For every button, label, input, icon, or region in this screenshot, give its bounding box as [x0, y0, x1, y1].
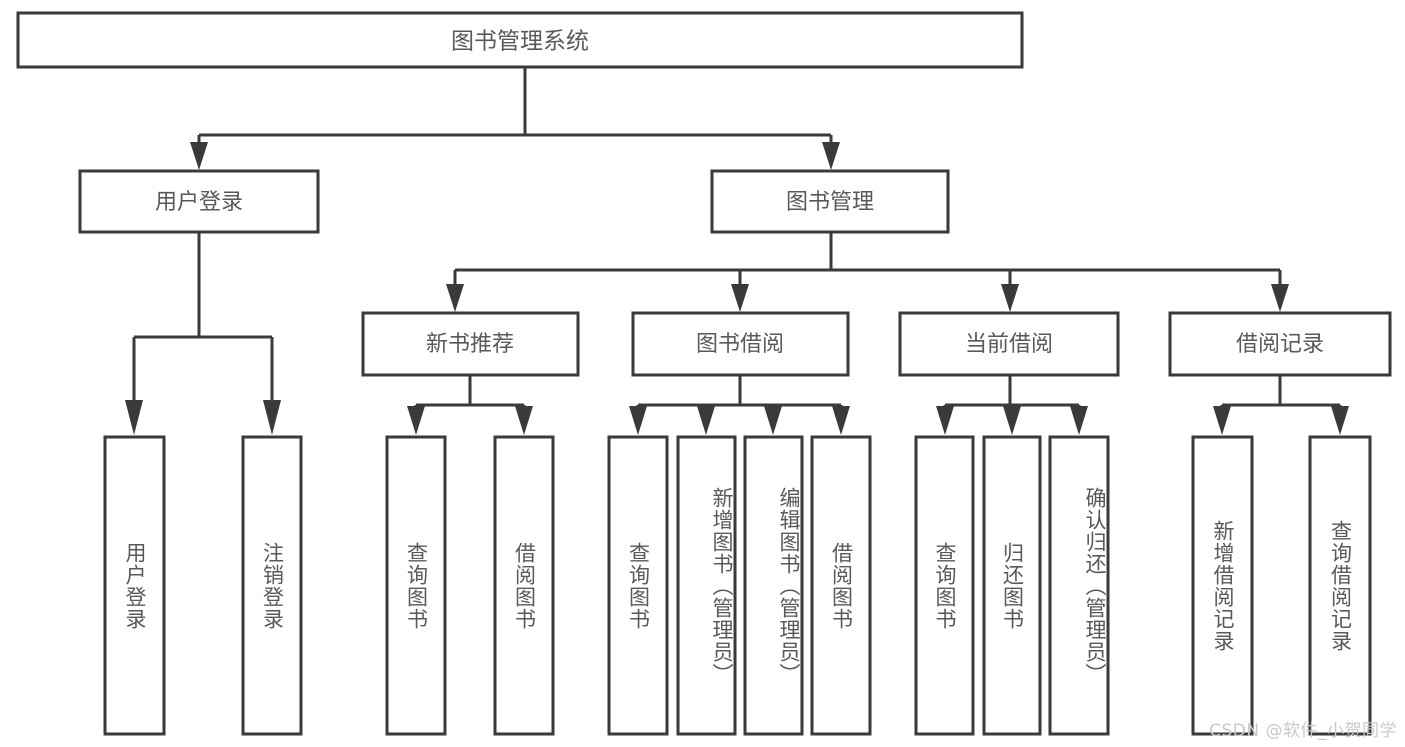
node-leaf-cb-return-book[interactable] [982, 435, 1042, 736]
arrow-to-book-manage [822, 142, 840, 170]
arrow-to-cb-confirm-return [1070, 406, 1088, 435]
node-layer: 图书管理系统 用户登录 图书管理 新书推荐 图书借阅 当前借阅 借阅记录 [16, 11, 1392, 736]
node-new-book-recommend[interactable] [361, 311, 580, 377]
node-new-book-recommend-label: 新书推荐 [426, 332, 514, 357]
node-leaf-bb-edit-book[interactable] [743, 435, 804, 736]
arrow-to-bb-add-book [697, 406, 715, 435]
arrow-to-nbr-borrow-book [515, 406, 533, 435]
arrow-to-leaf-logout [263, 400, 281, 435]
arrow-to-cb-return-book [1003, 406, 1021, 435]
arrow-to-leaf-user-login [125, 400, 143, 435]
node-leaf-br-query-record[interactable] [1308, 435, 1372, 736]
node-leaf-cb-confirm-return[interactable] [1048, 435, 1110, 736]
node-borrow-record-label: 借阅记录 [1236, 332, 1324, 357]
arrow-to-cb-query-book [936, 406, 954, 435]
arrow-to-new-book-recommend [446, 284, 464, 312]
node-leaf-logout[interactable] [241, 435, 303, 736]
arrow-to-borrow-record [1271, 284, 1289, 312]
arrow-to-bb-query-book [629, 406, 647, 435]
node-leaf-bb-borrow-book[interactable] [810, 435, 872, 736]
node-current-borrow[interactable] [898, 311, 1120, 377]
arrow-to-br-add-record [1213, 406, 1231, 435]
csdn-watermark: CSDN @软件_小贺同学 [1209, 721, 1397, 741]
node-user-login[interactable] [78, 169, 320, 234]
node-book-borrow-label: 图书借阅 [696, 332, 784, 357]
node-book-management[interactable] [710, 169, 950, 234]
arrow-to-book-borrow [731, 284, 749, 312]
arrow-to-bb-edit-book [764, 406, 782, 435]
arrow-to-current-borrow [1001, 284, 1019, 312]
node-user-login-label: 用户登录 [155, 190, 243, 215]
connector-layer [125, 67, 1349, 435]
arrow-to-nbr-query-book [407, 406, 425, 435]
node-leaf-nbr-borrow-book[interactable] [493, 435, 555, 736]
node-leaf-bb-add-book[interactable] [676, 435, 737, 736]
node-leaf-nbr-query-book[interactable] [385, 435, 447, 736]
node-root-book-management-system[interactable] [16, 11, 1024, 69]
node-current-borrow-label: 当前借阅 [965, 332, 1053, 357]
node-leaf-br-add-record[interactable] [1191, 435, 1254, 736]
node-leaf-bb-query-book[interactable] [607, 435, 669, 736]
arrow-to-user-login [190, 142, 208, 170]
node-book-management-label: 图书管理 [786, 190, 874, 215]
node-book-borrow[interactable] [631, 311, 850, 377]
node-leaf-cb-query-book[interactable] [914, 435, 975, 736]
node-root-label: 图书管理系统 [451, 29, 589, 55]
arrow-to-bb-borrow-book [832, 406, 850, 435]
node-borrow-record[interactable] [1168, 311, 1392, 377]
arrow-to-br-query-record [1331, 406, 1349, 435]
node-leaf-user-login[interactable] [103, 435, 166, 736]
